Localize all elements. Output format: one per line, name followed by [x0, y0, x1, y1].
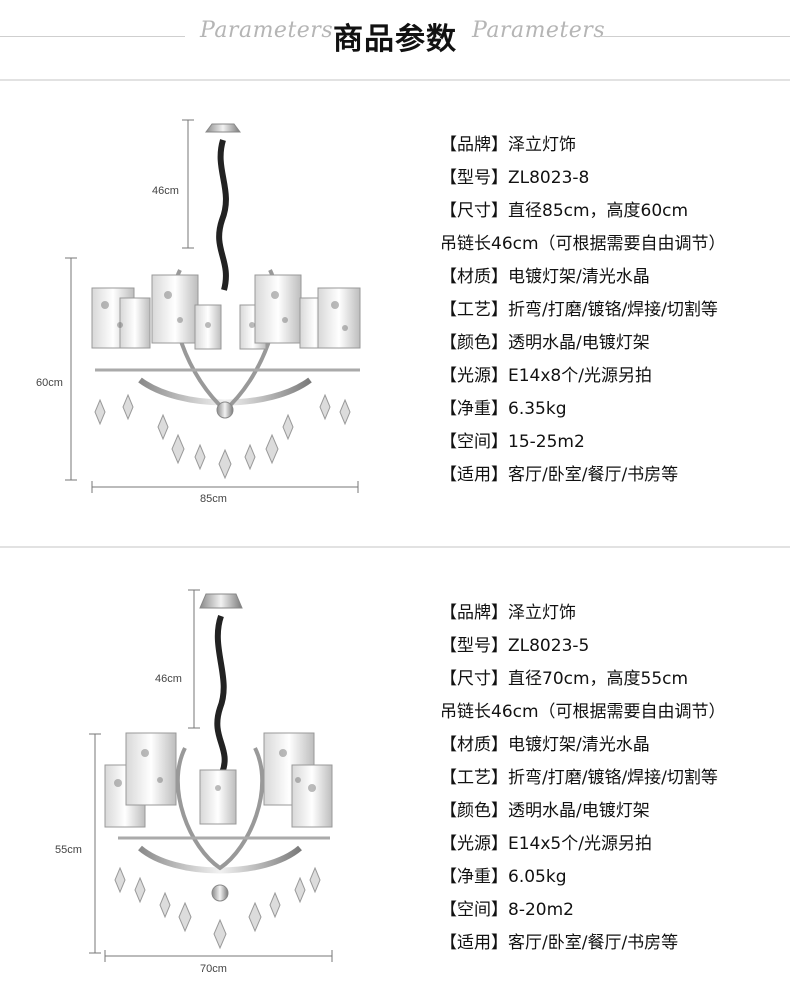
width-label: 85cm	[200, 493, 227, 505]
spec-weight: 【净重】6.05kg	[440, 867, 567, 887]
spec-weight: 【净重】6.35kg	[440, 399, 567, 419]
spec-chain: 吊链长46cm（可根据需要自由调节）	[440, 234, 726, 254]
spec-material: 【材质】电镀灯架/清光水晶	[440, 267, 650, 287]
spec-light-source: 【光源】E14x8个/光源另拍	[440, 366, 652, 386]
height-label: 55cm	[55, 844, 82, 856]
spec-usage: 【适用】客厅/卧室/餐厅/书房等	[440, 465, 679, 485]
spec-color: 【颜色】透明水晶/电镀灯架	[440, 801, 650, 821]
page-header: Parameters 商品参数 Parameters	[0, 0, 790, 80]
chain-length-label: 46cm	[152, 185, 179, 197]
header-script-left: Parameters	[200, 18, 334, 43]
header-rule-left	[0, 36, 185, 37]
product-specs-2: 【品牌】泽立灯饰 【型号】ZL8023-5 【尺寸】直径70cm，高度55cm …	[440, 597, 726, 960]
header-divider	[0, 79, 790, 81]
spec-light-source: 【光源】E14x5个/光源另拍	[440, 834, 652, 854]
spec-craft: 【工艺】折弯/打磨/镀铬/焊接/切割等	[440, 768, 718, 788]
chandelier-5-figure: 46cm 55cm 70cm	[55, 589, 333, 975]
product-specs-1: 【品牌】泽立灯饰 【型号】ZL8023-8 【尺寸】直径85cm，高度60cm …	[440, 129, 726, 492]
spec-space: 【空间】15-25m2	[440, 432, 585, 452]
spec-chain: 吊链长46cm（可根据需要自由调节）	[440, 702, 726, 722]
spec-usage: 【适用】客厅/卧室/餐厅/书房等	[440, 933, 679, 953]
width-label: 70cm	[200, 963, 227, 975]
height-label: 60cm	[36, 377, 63, 389]
spec-model: 【型号】ZL8023-8	[440, 168, 590, 188]
spec-space: 【空间】8-20m2	[440, 900, 574, 920]
spec-craft: 【工艺】折弯/打磨/镀铬/焊接/切割等	[440, 300, 718, 320]
spec-model: 【型号】ZL8023-5	[440, 636, 590, 656]
spec-material: 【材质】电镀灯架/清光水晶	[440, 735, 650, 755]
section-divider	[0, 546, 790, 548]
chain-length-label: 46cm	[155, 673, 182, 685]
spec-color: 【颜色】透明水晶/电镀灯架	[440, 333, 650, 353]
spec-size: 【尺寸】直径70cm，高度55cm	[440, 669, 689, 689]
header-rule-right	[600, 36, 790, 37]
page-title: 商品参数	[333, 22, 457, 57]
chandelier-8-figure: 46cm 60cm 85cm	[36, 119, 361, 505]
product-section-1: 46cm 60cm 85cm	[0, 80, 790, 546]
spec-brand: 【品牌】泽立灯饰	[440, 603, 576, 623]
spec-size: 【尺寸】直径85cm，高度60cm	[440, 201, 689, 221]
spec-brand: 【品牌】泽立灯饰	[440, 135, 576, 155]
product-section-2: 46cm 55cm 70cm	[0, 548, 790, 1000]
header-script-right: Parameters	[472, 18, 606, 43]
